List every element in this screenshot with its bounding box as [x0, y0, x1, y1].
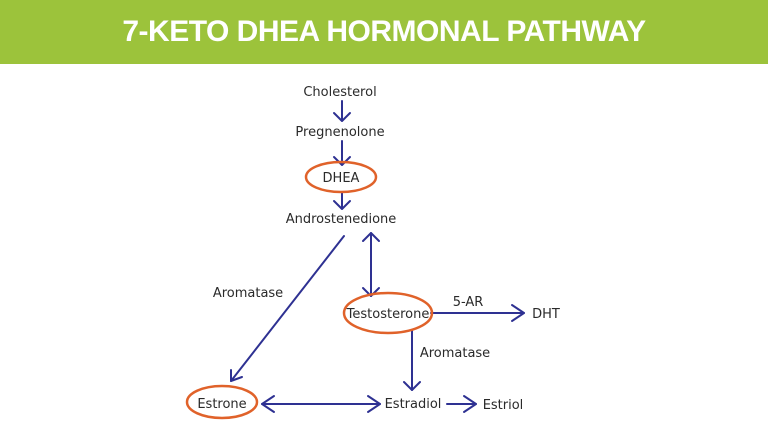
node-labels: Cholesterol Pregnenolone DHEA Androstene… [197, 85, 560, 413]
highlight-estrone [185, 384, 259, 420]
arrowhead-estriol [463, 395, 477, 413]
node-estriol: Estriol [483, 398, 524, 413]
arrows [230, 100, 525, 413]
node-estrone: Estrone [197, 397, 246, 412]
label-5-ar: 5-AR [453, 295, 484, 310]
arrowhead-estradiol [403, 381, 421, 391]
node-cholesterol: Cholesterol [303, 85, 376, 100]
title-banner: 7-KETO DHEA HORMONAL PATHWAY [0, 0, 768, 64]
node-dht: DHT [532, 307, 560, 322]
highlight-ellipses [185, 160, 434, 420]
arrowhead-up-androstenedione [362, 232, 380, 242]
node-estradiol: Estradiol [385, 397, 442, 412]
edge-labels: Aromatase 5-AR Aromatase [213, 286, 490, 361]
node-dhea: DHEA [323, 171, 360, 186]
arrowhead-dht [511, 304, 525, 322]
arrowhead-dhea [333, 156, 351, 166]
arrow-androstenedione-estrone [230, 235, 345, 382]
arrowhead-pregnenolone [333, 112, 351, 122]
arrowhead-right-estradiol [367, 395, 381, 413]
label-aromatase-right: Aromatase [420, 346, 490, 361]
arrowhead-left-estrone [261, 395, 275, 413]
page-title: 7-KETO DHEA HORMONAL PATHWAY [122, 15, 646, 48]
highlight-dhea [304, 160, 378, 194]
node-pregnenolone: Pregnenolone [295, 125, 384, 140]
node-testosterone: Testosterone [346, 307, 430, 322]
label-aromatase-left: Aromatase [213, 286, 283, 301]
node-androstenedione: Androstenedione [286, 212, 397, 227]
arrowhead-down-testosterone [362, 287, 380, 297]
arrowhead-androstenedione [333, 200, 351, 210]
arrowhead-estrone [230, 369, 243, 382]
highlight-testosterone [342, 291, 434, 335]
